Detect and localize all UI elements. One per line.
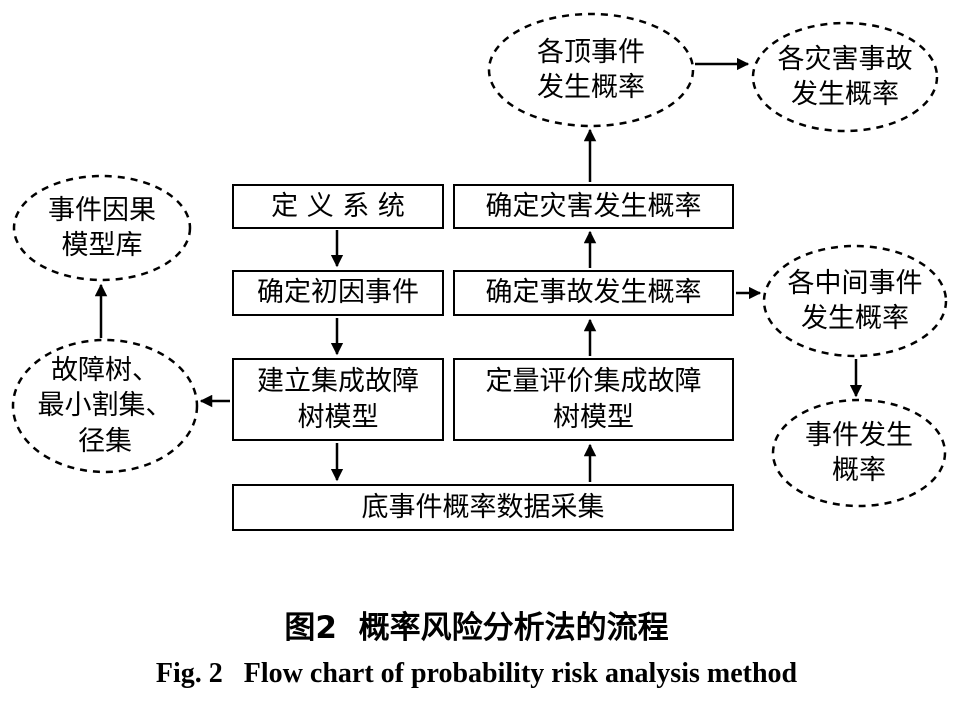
ellipse-top-events-outline — [487, 12, 695, 128]
node-causality-library-label: 事件因果 模型库 — [48, 194, 156, 261]
node-intermediate-events: 各中间事件 发生概率 — [764, 246, 946, 356]
node-build-fault-tree-label: 建立集成故障 树模型 — [257, 366, 419, 433]
ellipse-disaster-accidents-outline — [751, 21, 939, 133]
node-data-collection: 底事件概率数据采集 — [232, 484, 734, 531]
node-determine-initial-events: 确定初因事件 — [232, 270, 444, 316]
node-determine-initial-events-label: 确定初因事件 — [257, 277, 419, 309]
ellipse-fault-tree-sets-outline — [11, 338, 199, 474]
node-data-collection-label: 底事件概率数据采集 — [361, 491, 605, 523]
node-disaster-accidents: 各灾害事故 发生概率 — [753, 23, 937, 131]
node-top-events-label: 各顶事件 发生概率 — [537, 36, 645, 103]
node-determine-disaster-prob-label: 确定灾害发生概率 — [485, 190, 702, 222]
node-define-system-label: 定 义 系 统 — [271, 190, 405, 222]
node-determine-disaster-prob: 确定灾害发生概率 — [453, 184, 734, 229]
ellipse-causality-library-outline — [12, 174, 192, 282]
node-event-prob-label: 事件发生 概率 — [805, 419, 913, 486]
node-determine-accident-prob: 确定事故发生概率 — [453, 270, 734, 316]
node-fault-tree-sets-label: 故障树、 最小割集、 径集 — [37, 355, 173, 457]
node-build-fault-tree: 建立集成故障 树模型 — [232, 358, 444, 441]
node-fault-tree-sets: 故障树、 最小割集、 径集 — [13, 340, 197, 472]
node-disaster-accidents-label: 各灾害事故 发生概率 — [777, 43, 913, 110]
node-quantitative-eval: 定量评价集成故障 树模型 — [453, 358, 734, 441]
node-intermediate-events-label: 各中间事件 发生概率 — [787, 267, 923, 334]
node-causality-library: 事件因果 模型库 — [14, 176, 190, 280]
node-quantitative-eval-label: 定量评价集成故障 树模型 — [485, 366, 702, 433]
figure-caption-zh: 图2 概率风险分析法的流程 — [284, 610, 669, 646]
figure-caption-en: Fig. 2 Flow chart of probability risk an… — [155, 658, 798, 689]
node-top-events: 各顶事件 发生概率 — [489, 14, 693, 126]
node-determine-accident-prob-label: 确定事故发生概率 — [485, 277, 702, 309]
node-event-prob: 事件发生 概率 — [773, 400, 945, 506]
node-define-system: 定 义 系 统 — [232, 184, 444, 229]
ellipse-event-prob-outline — [771, 398, 947, 508]
ellipse-intermediate-events-outline — [762, 244, 948, 358]
